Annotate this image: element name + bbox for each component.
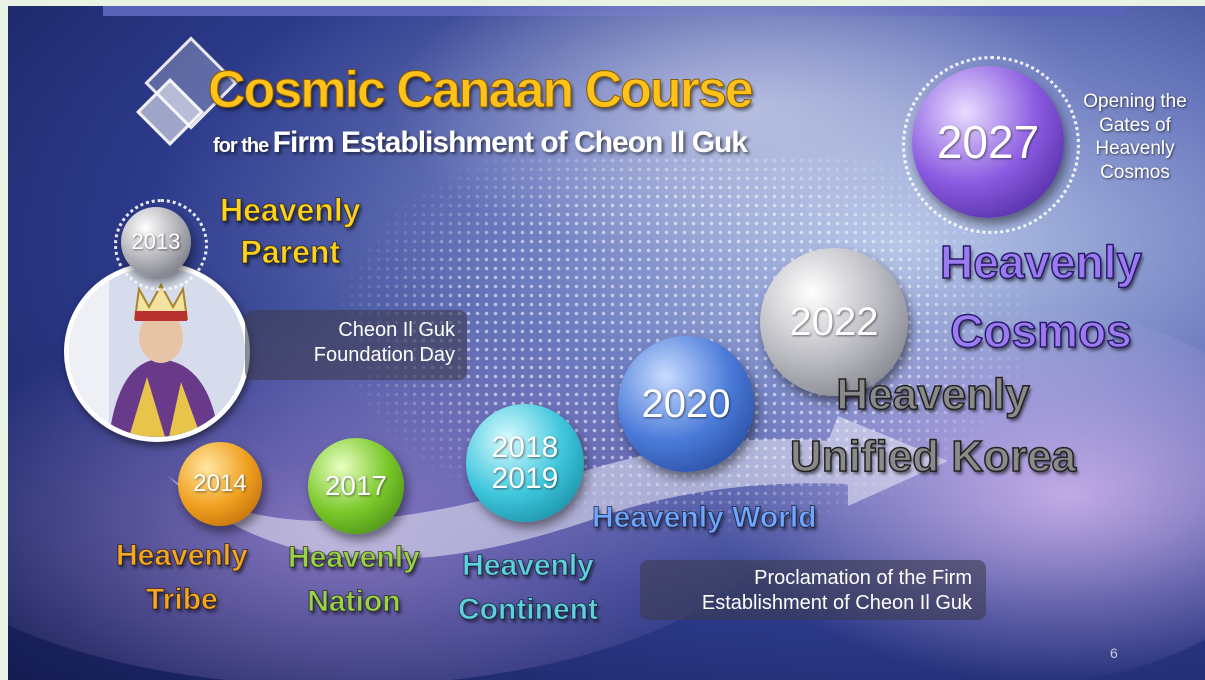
proclamation-line2: Establishment of Cheon Il Guk: [701, 592, 972, 614]
label-unified-korea-line2: Unified Korea: [789, 432, 1077, 483]
label-heavenly-continent-line1: Heavenly: [462, 549, 595, 583]
foundation-day-line1: Cheon Il Guk: [338, 319, 455, 341]
label-heavenly-tribe-line2: Tribe: [146, 582, 219, 616]
crowned-speaker-photo: [64, 262, 250, 442]
foundation-day-box: Cheon Il Guk Foundation Day: [245, 310, 467, 380]
top-bar: [103, 6, 1123, 16]
label-heavenly-parent: Heavenly Parent: [220, 190, 362, 273]
ball-2027: 2027: [912, 66, 1064, 218]
ball-2020: 2020: [618, 336, 754, 472]
ball-2013-ring: [114, 199, 208, 291]
ball-2020-year: 2020: [641, 382, 731, 426]
ball-2022-year: 2022: [789, 300, 879, 344]
label-heavenly-cosmos-line1: Heavenly: [939, 235, 1143, 289]
ball-2013-year: 2013: [131, 229, 181, 255]
gates-note-line4: Cosmos: [1100, 161, 1170, 183]
label-unified-korea-line1: Heavenly: [836, 369, 1031, 420]
label-heavenly-parent-line1: Heavenly: [220, 192, 362, 229]
ball-2017-year: 2017: [324, 470, 388, 502]
ball-2027-ring: [902, 56, 1080, 234]
ball-2013: 2013: [121, 207, 191, 277]
ball-2022: 2022: [760, 248, 908, 396]
ball-2014-year: 2014: [193, 470, 247, 498]
gates-note-line3: Heavenly: [1095, 138, 1175, 160]
label-heavenly-nation-line1: Heavenly: [288, 541, 421, 575]
proclamation-box: Proclamation of the Firm Establishment o…: [640, 560, 986, 620]
label-heavenly-world: Heavenly World: [592, 501, 818, 535]
subtitle-prefix: for the: [213, 135, 269, 157]
label-heavenly-nation: Heavenly Nation: [288, 536, 421, 623]
label-heavenly-parent-line2: Parent: [240, 233, 341, 270]
label-heavenly-nation-line2: Nation: [307, 584, 401, 618]
ball-2017: 2017: [308, 438, 404, 534]
foundation-day-line2: Foundation Day: [313, 344, 455, 366]
label-heavenly-continent-line2: Continent: [458, 592, 599, 626]
label-heavenly-unified-korea: Heavenly Unified Korea: [789, 364, 1077, 489]
ball-2019-year: 2019: [491, 462, 559, 495]
ball-2018-year: 2018: [491, 430, 559, 464]
gates-note-line2: Gates of: [1099, 114, 1171, 136]
label-heavenly-continent: Heavenly Continent: [458, 544, 599, 631]
slide: Cosmic Canaan Course for the Firm Establ…: [8, 6, 1205, 680]
slide-title: Cosmic Canaan Course: [208, 61, 755, 120]
label-heavenly-cosmos-line2: Cosmos: [950, 304, 1133, 358]
subtitle-main: Firm Establishment of Cheon Il Guk: [272, 126, 748, 159]
page-number: 6: [1110, 645, 1118, 661]
ball-2018-2019: 2018 2019: [466, 404, 584, 522]
label-heavenly-tribe-line1: Heavenly: [116, 539, 249, 573]
proclamation-line1: Proclamation of the Firm: [754, 567, 972, 589]
label-heavenly-cosmos: Heavenly Cosmos: [939, 228, 1143, 366]
ball-2027-year: 2027: [936, 115, 1040, 168]
label-heavenly-tribe: Heavenly Tribe: [116, 534, 249, 621]
ball-2014: 2014: [178, 442, 262, 526]
gates-note-line1: Opening the: [1083, 91, 1187, 112]
slide-subtitle: for the Firm Establishment of Cheon Il G…: [213, 126, 748, 160]
gates-opening-note: Opening the Gates of Heavenly Cosmos: [1070, 90, 1200, 184]
